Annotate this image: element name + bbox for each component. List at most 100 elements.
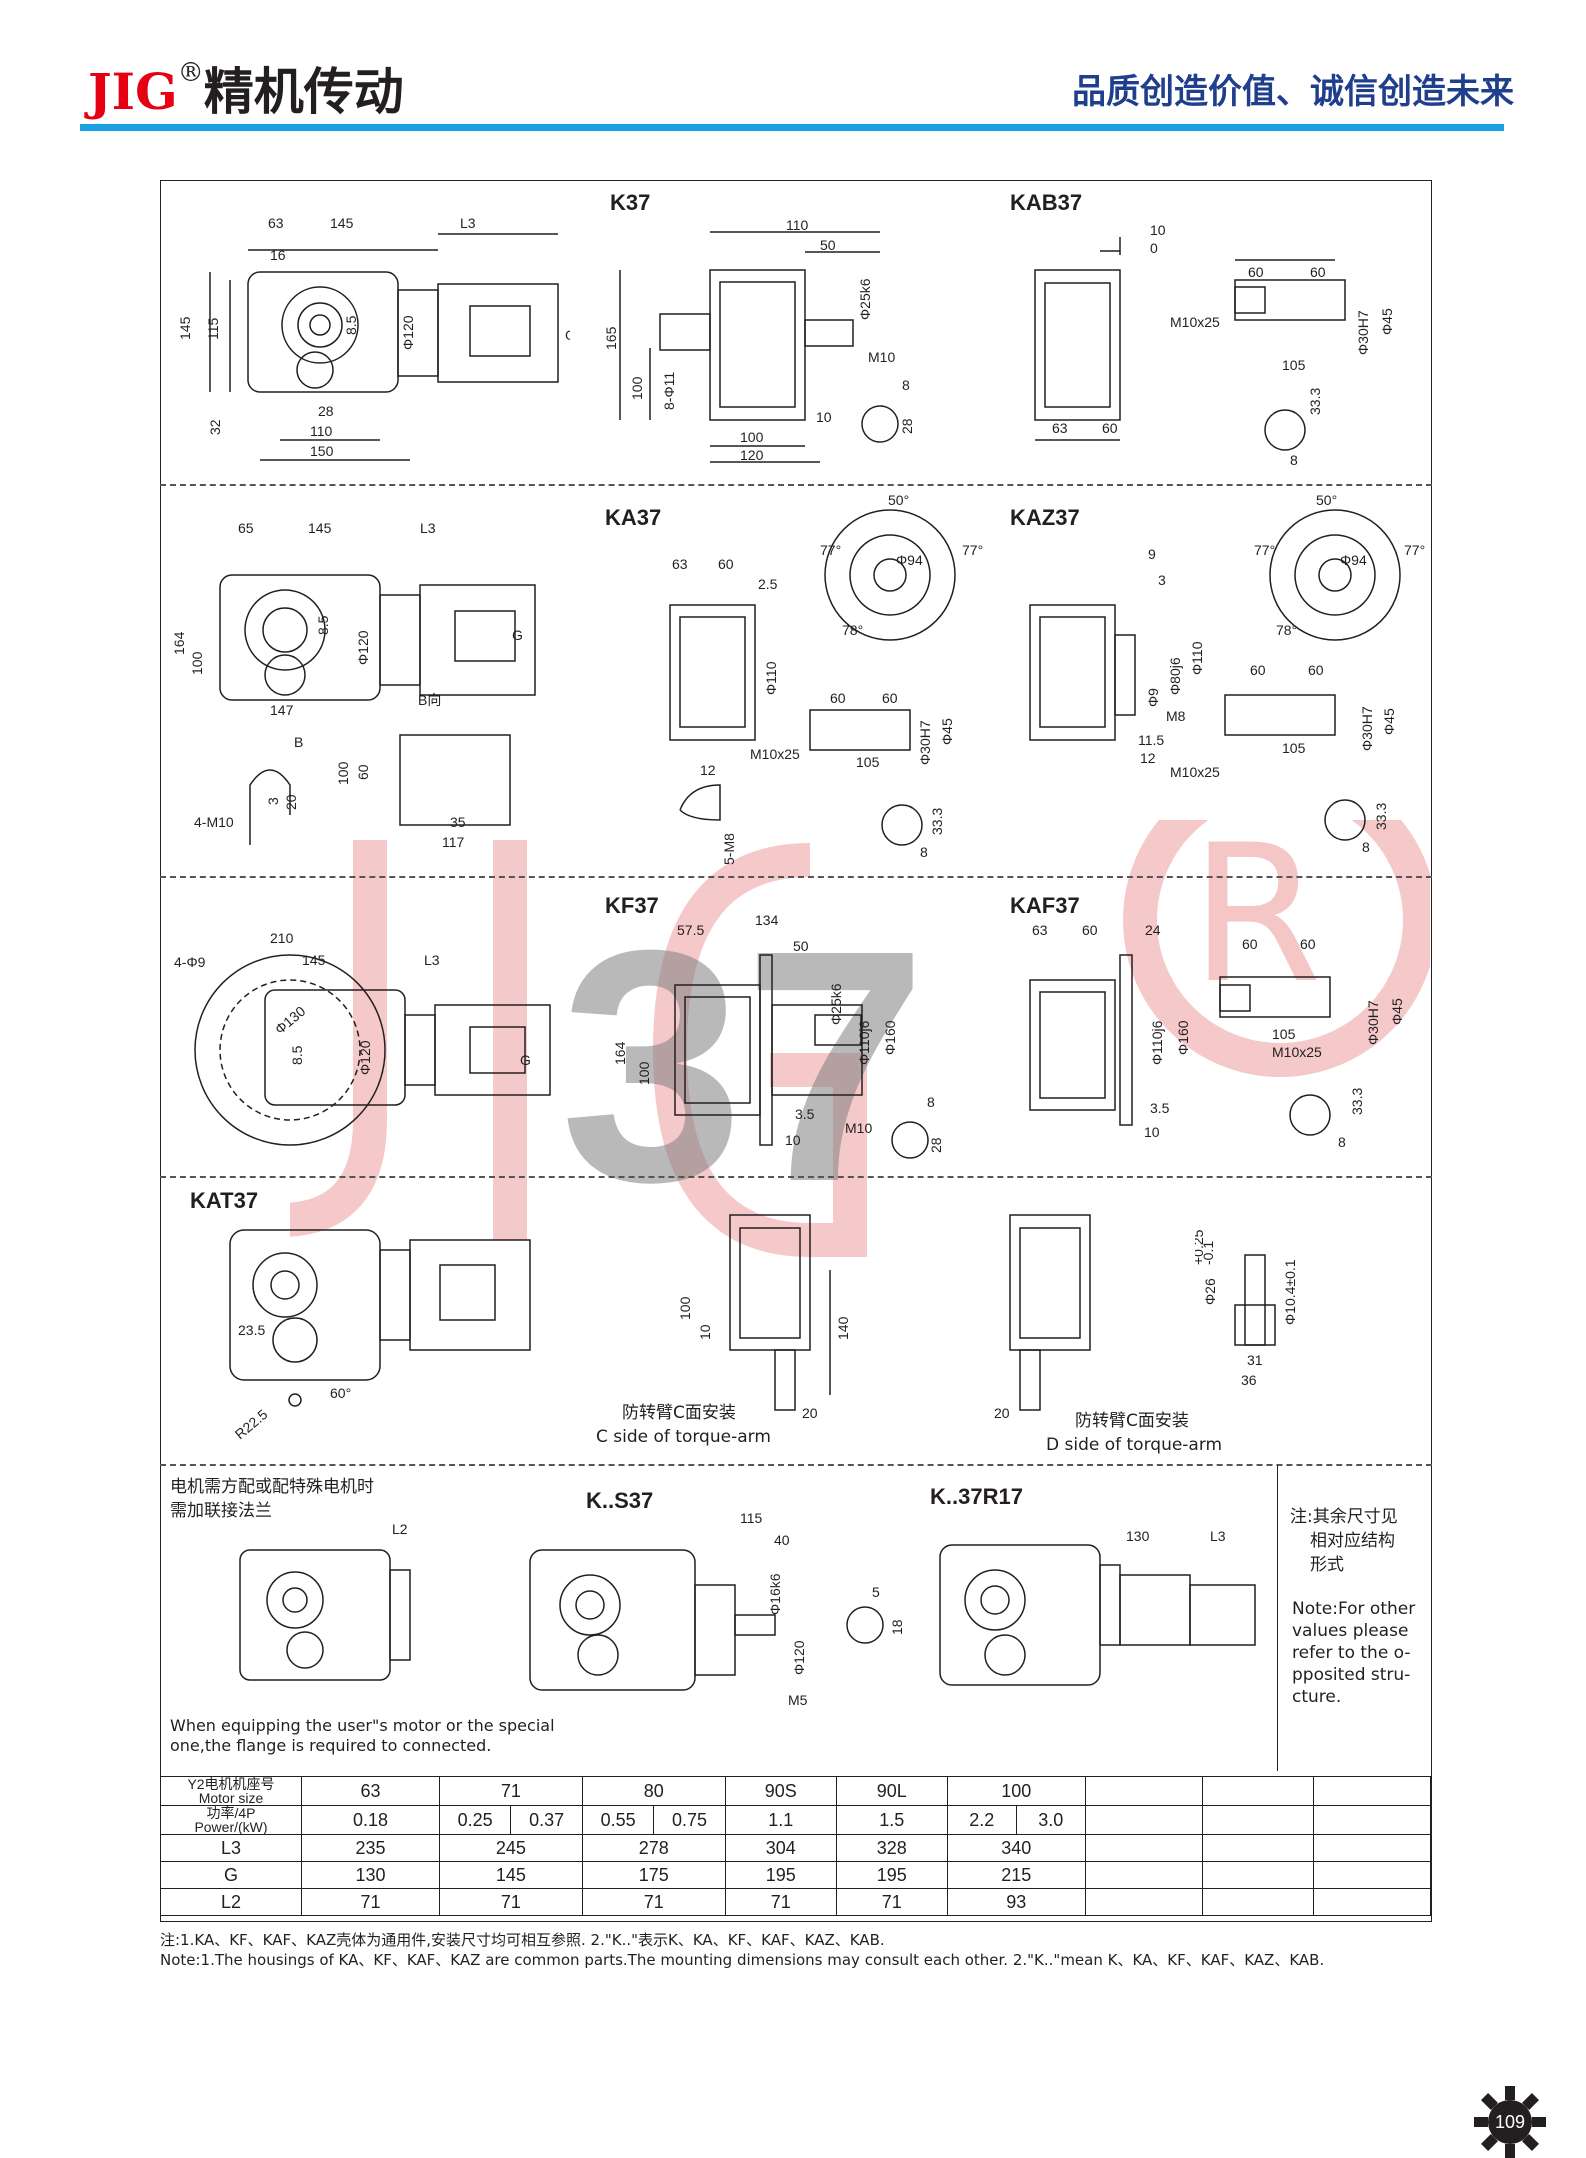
dim-phi120: Φ120: [355, 630, 371, 665]
divider: [160, 484, 1432, 486]
dim-50: 50: [820, 237, 836, 253]
ka37-front-drawing: 63 60 2.5 Φ110 60 60 Φ45 Φ30H7 M10x25 10…: [669, 495, 983, 865]
table-cell: [1201, 1776, 1314, 1806]
dim-phi9: Φ9: [1145, 688, 1161, 707]
dim-20: 20: [802, 1405, 818, 1420]
dim-phi120: Φ120: [400, 315, 416, 350]
table-cell: 304: [724, 1834, 837, 1862]
dim-phi30h7: Φ30H7: [917, 720, 933, 765]
dim-145: 145: [308, 520, 332, 536]
table-cell: 90S: [724, 1776, 837, 1806]
flange-drawing: L2: [239, 1521, 411, 1681]
angle-77b: 77°: [1404, 542, 1425, 558]
dim-28: 28: [899, 418, 915, 434]
table-cell: [1201, 1861, 1314, 1889]
motor-note-cn-1: 电机需方配或配特殊电机时: [170, 1477, 374, 1497]
dim-phi160: Φ160: [882, 1020, 898, 1055]
dim-3: 3: [1158, 572, 1166, 588]
dim-8: 8: [1338, 1134, 1346, 1150]
table-cell: 0.37: [510, 1805, 583, 1835]
angle-50: 50°: [888, 495, 909, 508]
dim-105: 105: [1272, 1026, 1296, 1042]
dim-145: 145: [330, 215, 354, 231]
dim-m10x25: M10x25: [1272, 1044, 1322, 1060]
dim-110: 110: [786, 217, 809, 233]
divider: [160, 1176, 1432, 1178]
dim-60: 60: [1082, 922, 1098, 938]
angle-77b: 77°: [962, 542, 983, 558]
dim-8: 8: [1290, 452, 1298, 468]
dim-r22-5: R22.5: [232, 1406, 271, 1442]
table-cell: 100: [946, 1776, 1086, 1806]
dim-210: 210: [270, 930, 294, 946]
table-cell: [1429, 1776, 1433, 1806]
watermark: R 37: [290, 820, 1430, 1257]
dim-4-phi9: 4-Φ9: [174, 954, 206, 970]
dim-8: 8: [927, 1094, 935, 1110]
dim-8-5: 8.5: [315, 615, 331, 635]
dim-120: 120: [740, 447, 764, 463]
dim-phi160: Φ160: [1175, 1020, 1191, 1055]
table-cell: [1429, 1834, 1433, 1862]
table-cell: [1084, 1861, 1203, 1889]
dim-100v: 100: [335, 761, 351, 785]
dim-60b: 60: [882, 690, 898, 706]
table-cell: 278: [581, 1834, 726, 1862]
dim-phi45: Φ45: [1381, 708, 1397, 735]
k37-side-drawing: 63 145 L3 16 145 115 8.5 Φ120 G 32 28 11…: [177, 215, 570, 461]
dim-28: 28: [928, 1137, 944, 1153]
table-cell: 0.18: [301, 1805, 440, 1835]
dim-l2: L2: [392, 1521, 408, 1537]
row-label-l3: L3: [160, 1834, 302, 1862]
k37-front-drawing: 110 50 Φ25k6 165 100 8-Φ11 M10 8 28 100 …: [603, 217, 915, 463]
dim-10: 10: [1144, 1124, 1160, 1140]
kf37-side-drawing: 4-Φ9 210 145 L3 Φ130 8.5 Φ120 G: [174, 930, 551, 1146]
dim-60b: 60: [1300, 936, 1316, 952]
side-note-en-4: pposited stru-: [1292, 1665, 1411, 1685]
dim-phi110: Φ110: [1189, 641, 1205, 675]
dim-40: 40: [774, 1532, 790, 1548]
angle-50: 50°: [1316, 495, 1337, 508]
kat37-c-side-drawing: 100 10 140 20: [677, 1214, 851, 1420]
dim-134: 134: [755, 912, 779, 928]
dim-32: 32: [207, 419, 223, 435]
dim-20: 20: [994, 1405, 1010, 1420]
dim-115: 115: [740, 1510, 763, 1526]
divider: [160, 876, 1432, 878]
label-b: B: [294, 734, 303, 750]
registered-mark: ®: [177, 58, 204, 88]
dim-phi30h7: Φ30H7: [1365, 1000, 1381, 1045]
title-kab37: KAB37: [1010, 190, 1083, 215]
table-row: L3 235 245 278 304 328 340: [160, 1834, 1433, 1862]
dim-33-3: 33.3: [1307, 388, 1323, 415]
footnote-cn: 注:1.KA、KF、KAF、KAZ壳体为通用件,安装尺寸均可相互参照. 2."K…: [160, 1931, 885, 1949]
table-cell: [1201, 1834, 1314, 1862]
kat37-bushing-drawing: Φ26 +0.25 -0.1 Φ10.4±0.1 31 36: [1195, 1229, 1298, 1388]
dim-60a: 60: [830, 690, 846, 706]
table-cell: 2.2: [946, 1805, 1017, 1835]
dim-63: 63: [268, 215, 284, 231]
dim-33-3: 33.3: [1349, 1088, 1365, 1115]
angle-77a: 77°: [820, 542, 841, 558]
tol-lower: -0.1: [1200, 1241, 1216, 1265]
dim-50: 50: [793, 938, 809, 954]
dim-l3: L3: [420, 520, 436, 536]
table-cell: 93: [946, 1888, 1086, 1916]
title-kf37: KF37: [605, 893, 659, 918]
dim-12: 12: [700, 762, 716, 778]
dim-100: 100: [629, 376, 645, 400]
divider: [160, 1464, 1432, 1466]
dim-8-5: 8.5: [343, 315, 359, 335]
table-cell: 130: [301, 1861, 440, 1889]
table-cell: 235: [301, 1834, 440, 1862]
dim-100: 100: [189, 651, 205, 675]
table-cell: 71: [581, 1888, 726, 1916]
dim-m10x25: M10x25: [1170, 764, 1220, 780]
dim-phi120: Φ120: [791, 1640, 807, 1675]
table-cell: 1.5: [835, 1805, 948, 1835]
angle-77a: 77°: [1254, 542, 1275, 558]
table-cell: 71: [724, 1888, 837, 1916]
label-b-view: B向: [418, 692, 441, 708]
table-cell: 195: [835, 1861, 948, 1889]
drawing-frame: [160, 180, 1432, 1922]
